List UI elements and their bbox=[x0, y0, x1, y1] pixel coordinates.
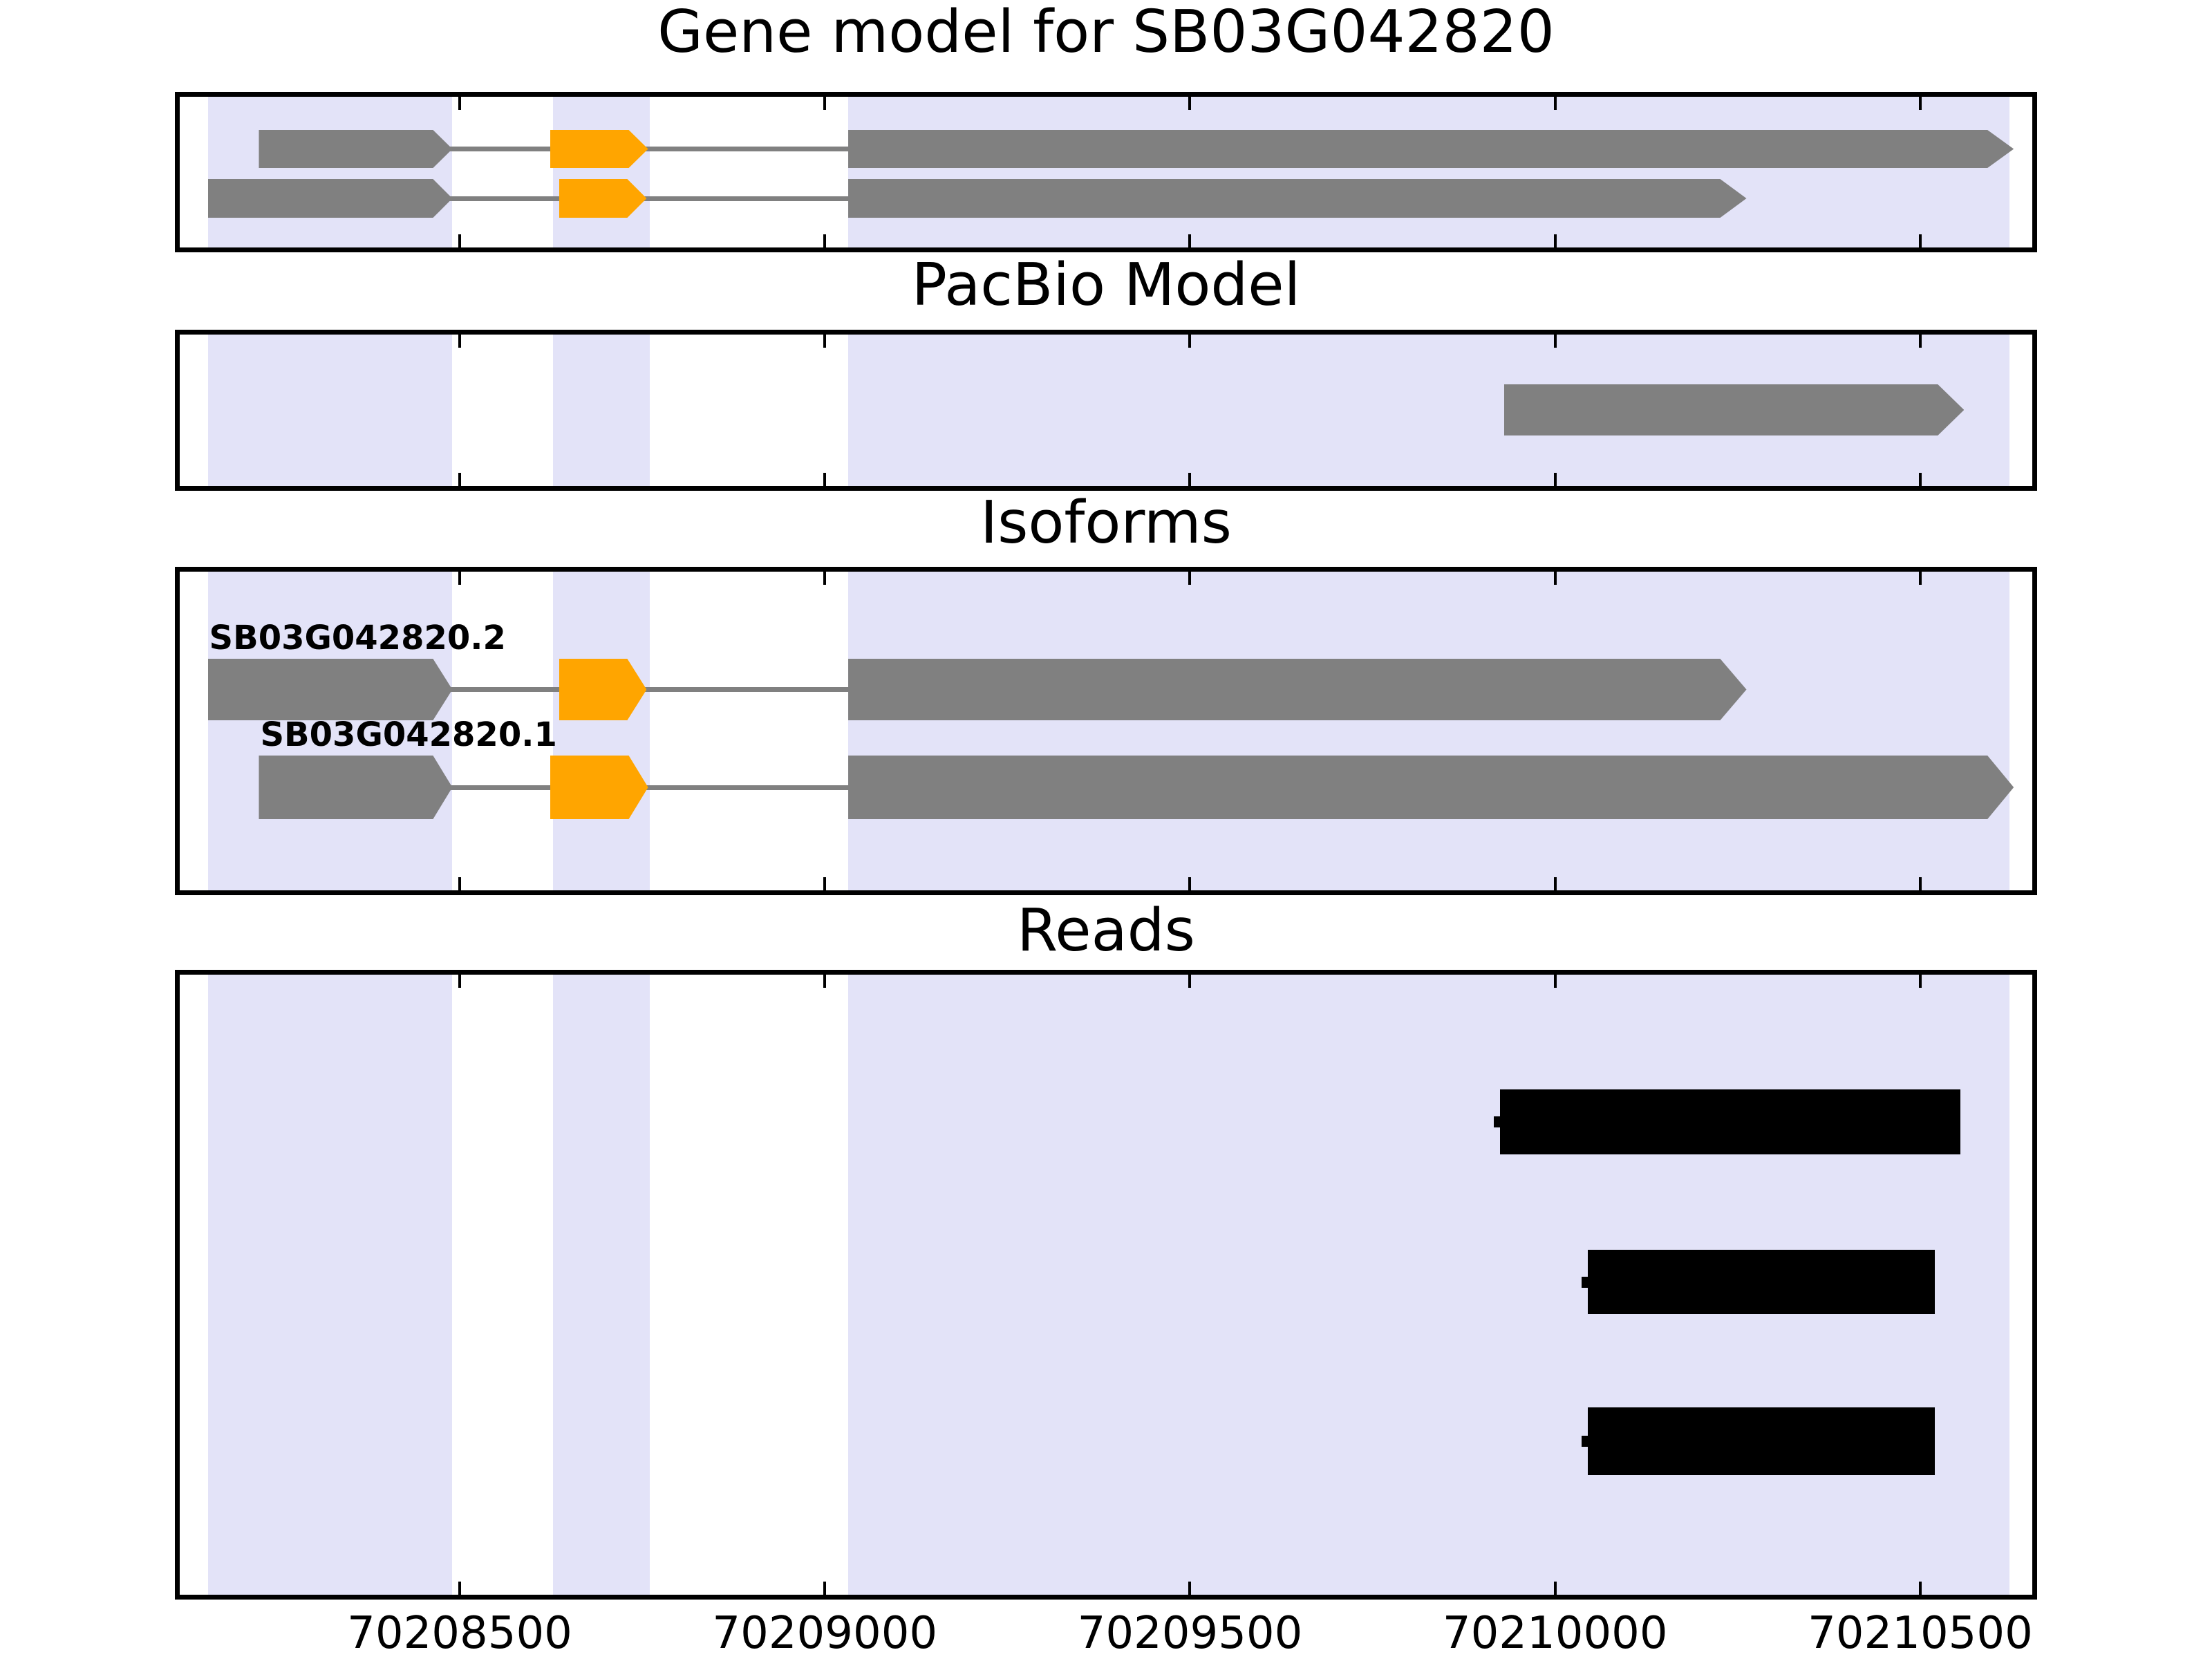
highlight-region bbox=[553, 970, 650, 1600]
panel-title-reads: Reads bbox=[1017, 897, 1195, 965]
highlight-region bbox=[207, 330, 453, 491]
axis-tickmark bbox=[823, 1582, 827, 1600]
axis-tickmark bbox=[458, 473, 462, 491]
axis-tickmark bbox=[1553, 234, 1557, 252]
axis-tickmark bbox=[1553, 1582, 1557, 1600]
axis-tickmark bbox=[458, 234, 462, 252]
axis-tickmark bbox=[1188, 970, 1192, 988]
x-axis-tick-label: 70210500 bbox=[1808, 1608, 2033, 1659]
exon-arrow-gray bbox=[1504, 384, 1965, 435]
reads-track bbox=[175, 970, 2037, 1600]
axis-tickmark bbox=[1553, 473, 1557, 491]
axis-tickmark bbox=[458, 92, 462, 110]
read-3 bbox=[1582, 1407, 1936, 1475]
axis-tickmark bbox=[1553, 970, 1557, 988]
intron-line bbox=[437, 687, 561, 692]
exon-arrow-orange bbox=[550, 130, 648, 168]
axis-tickmark bbox=[1918, 92, 1922, 110]
x-axis-tick-label: 70209500 bbox=[1077, 1608, 1303, 1659]
exon-arrow-orange bbox=[559, 659, 647, 720]
x-axis-tick-label: 70209000 bbox=[712, 1608, 938, 1659]
isoform-label: SB03G042820.1 bbox=[260, 715, 557, 754]
axis-tickmark bbox=[458, 567, 462, 585]
pacbio-model-track bbox=[175, 330, 2037, 491]
intron-line bbox=[437, 785, 553, 790]
axis-tickmark bbox=[1918, 330, 1922, 348]
exon-arrow-gray bbox=[848, 130, 2014, 168]
exon-arrow-orange bbox=[559, 179, 647, 218]
panel-title-pacbio-model: PacBio Model bbox=[911, 251, 1301, 319]
axis-tickmark bbox=[1188, 877, 1192, 895]
axis-tickmark bbox=[1918, 877, 1922, 895]
axis-tickmark bbox=[1188, 234, 1192, 252]
axis-tickmark bbox=[823, 567, 827, 585]
axis-tickmark bbox=[458, 877, 462, 895]
highlight-region bbox=[207, 92, 453, 252]
highlight-region bbox=[553, 567, 650, 895]
exon-arrow-gray bbox=[259, 756, 452, 819]
x-axis-tick-label: 70208500 bbox=[347, 1608, 572, 1659]
highlight-region bbox=[848, 92, 2009, 252]
intron-line bbox=[437, 196, 561, 201]
axis-tickmark bbox=[1918, 234, 1922, 252]
axis-tickmark bbox=[823, 970, 827, 988]
axis-tickmark bbox=[458, 970, 462, 988]
panel-title-isoforms: Isoforms bbox=[980, 489, 1232, 557]
intron-line bbox=[632, 785, 851, 790]
read-1 bbox=[1494, 1089, 1961, 1154]
highlight-region bbox=[207, 567, 453, 895]
axis-tickmark bbox=[458, 1582, 462, 1600]
intron-line bbox=[631, 196, 851, 201]
exon-arrow-gray bbox=[208, 659, 453, 720]
axis-tickmark bbox=[823, 234, 827, 252]
exon-arrow-gray bbox=[848, 179, 1746, 218]
axis-tickmark bbox=[1553, 330, 1557, 348]
axis-tickmark bbox=[1553, 92, 1557, 110]
x-axis-tick-label: 70210000 bbox=[1442, 1608, 1668, 1659]
axis-tickmark bbox=[1188, 473, 1192, 491]
exon-arrow-gray bbox=[259, 130, 452, 168]
axis-tickmark bbox=[1188, 92, 1192, 110]
panel-title-gene-model: Gene model for SB03G042820 bbox=[657, 0, 1555, 66]
axis-tickmark bbox=[823, 473, 827, 491]
exon-arrow-orange bbox=[550, 756, 648, 819]
highlight-region bbox=[553, 92, 650, 252]
axis-tickmark bbox=[1553, 877, 1557, 895]
axis-tickmark bbox=[1188, 330, 1192, 348]
axis-tickmark bbox=[823, 877, 827, 895]
highlight-region bbox=[553, 330, 650, 491]
isoform-label: SB03G042820.2 bbox=[209, 619, 506, 657]
highlight-region bbox=[848, 567, 2009, 895]
intron-line bbox=[437, 147, 553, 151]
highlight-region bbox=[207, 970, 453, 1600]
exon-arrow-gray bbox=[208, 179, 453, 218]
axis-tickmark bbox=[458, 330, 462, 348]
axis-tickmark bbox=[1918, 473, 1922, 491]
axis-tickmark bbox=[1188, 1582, 1192, 1600]
exon-arrow-gray bbox=[848, 659, 1746, 720]
axis-tickmark bbox=[1918, 1582, 1922, 1600]
axis-tickmark bbox=[823, 330, 827, 348]
axis-tickmark bbox=[1553, 567, 1557, 585]
exon-arrow-gray bbox=[848, 756, 2014, 819]
axis-tickmark bbox=[1188, 567, 1192, 585]
gene-model-track bbox=[175, 92, 2037, 252]
intron-line bbox=[632, 147, 851, 151]
read-2 bbox=[1582, 1250, 1936, 1314]
intron-line bbox=[631, 687, 851, 692]
axis-tickmark bbox=[1918, 567, 1922, 585]
axis-tickmark bbox=[1918, 970, 1922, 988]
axis-tickmark bbox=[823, 92, 827, 110]
